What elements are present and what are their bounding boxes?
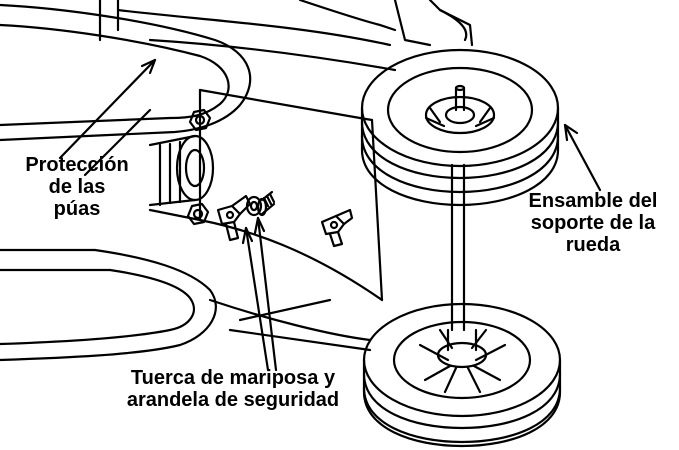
wheel-lower bbox=[362, 302, 562, 448]
wing-nut-label-line-1: Tuerca de mariposa y bbox=[130, 367, 336, 389]
tine-guard-label-line-1: Protección bbox=[25, 154, 129, 176]
splined-shaft bbox=[148, 134, 215, 207]
wheel-assembly-label: Ensamble del soporte de la rueda bbox=[508, 190, 678, 256]
leader-arrow-tine-guard bbox=[58, 58, 157, 160]
hex-bolt-lower bbox=[186, 202, 210, 226]
wheel-assembly-label-line-1: Ensamble del bbox=[528, 190, 658, 212]
tine-guard-label: Protección de las púas bbox=[2, 154, 152, 220]
wheel-assembly-label-line-3: rueda bbox=[565, 234, 621, 256]
wing-nut-label: Tuerca de mariposa y arandela de segurid… bbox=[88, 367, 378, 411]
wheel-upper bbox=[360, 48, 560, 207]
hex-bolt-upper bbox=[188, 108, 212, 132]
tine-guard-upper bbox=[0, 3, 252, 142]
wing-nut-label-line-2: arandela de seguridad bbox=[126, 389, 340, 411]
tine-guard-label-line-2: de las bbox=[48, 176, 106, 198]
tine-guard-label-line-3: púas bbox=[53, 198, 101, 220]
tiller-frame bbox=[98, 0, 474, 352]
wheel-assembly-label-line-2: soporte de la bbox=[530, 212, 656, 234]
leader-arrow-wheel bbox=[563, 123, 602, 192]
wing-nut-installed bbox=[320, 208, 354, 248]
leader-arrow-tine-guard-2 bbox=[83, 108, 152, 177]
carriage-bolt bbox=[256, 190, 276, 217]
tine-guard-lower bbox=[0, 248, 217, 362]
leader-arrow-wing-nut bbox=[241, 216, 278, 372]
